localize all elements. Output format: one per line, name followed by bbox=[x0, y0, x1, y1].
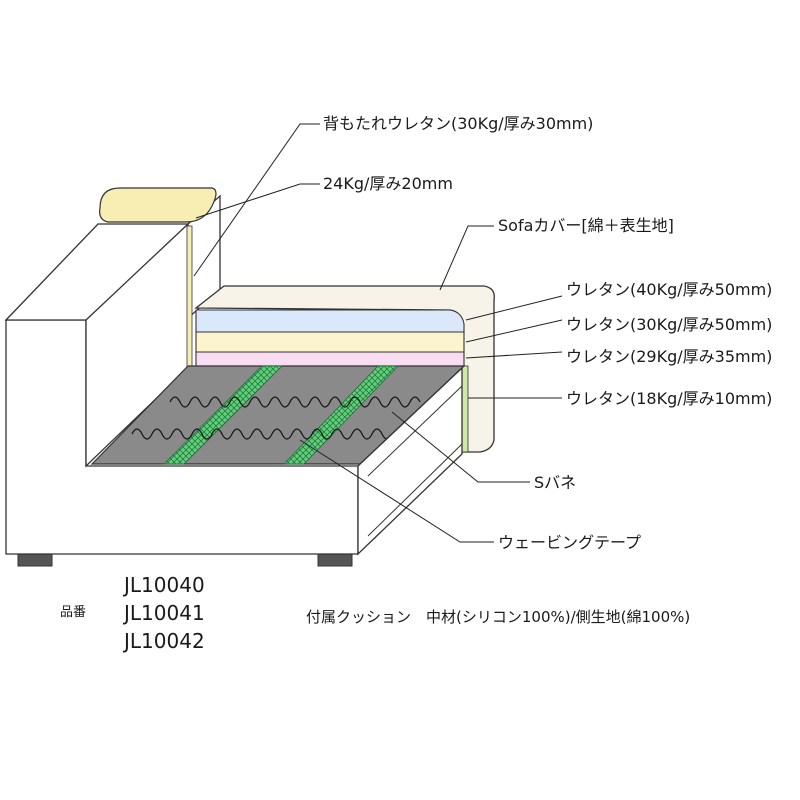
leader-u30 bbox=[465, 319, 563, 343]
product-code-3: JL10042 bbox=[122, 629, 205, 653]
urethane-layer-18kg bbox=[461, 365, 469, 453]
leader-cover bbox=[439, 225, 494, 291]
leader-spring bbox=[391, 411, 530, 483]
webbing-tape-right bbox=[283, 365, 399, 465]
accessory-cushion-note: 付属クッション 中材(シリコン100%)/側生地(綿100%) bbox=[306, 608, 690, 626]
label-urethane-18: ウレタン(18Kg/厚み10mm) bbox=[566, 389, 772, 408]
label-urethane-40: ウレタン(40Kg/厚み50mm) bbox=[566, 280, 772, 299]
front-frame-side bbox=[357, 366, 463, 556]
label-backrest-urethane: 背もたれウレタン(30Kg/厚み30mm) bbox=[323, 114, 593, 133]
label-urethane-29: ウレタン(29Kg/厚み35mm) bbox=[566, 347, 772, 366]
webbing-tape-left bbox=[163, 365, 283, 465]
label-sofa-cover: Sofaカバー[綿＋表生地] bbox=[498, 216, 674, 235]
leader-u40 bbox=[465, 295, 563, 321]
product-code-2: JL10041 bbox=[122, 601, 205, 625]
armrest-urethane-pad bbox=[99, 187, 217, 223]
leader-armrest bbox=[195, 183, 320, 219]
urethane-layer-30kg bbox=[195, 331, 465, 353]
product-code-1: JL10040 bbox=[122, 573, 205, 597]
leader-u29 bbox=[465, 351, 563, 359]
label-armrest-urethane: 24Kg/厚み20mm bbox=[323, 174, 453, 193]
s-spring-lower bbox=[131, 428, 393, 440]
leader-backrest bbox=[193, 123, 320, 277]
label-s-spring: Sバネ bbox=[534, 473, 576, 492]
urethane-layer-40kg bbox=[195, 309, 465, 333]
hinban-label: 品番 bbox=[60, 605, 86, 620]
backrest-urethane-strip bbox=[186, 225, 193, 369]
s-spring-upper bbox=[169, 396, 421, 408]
label-webbing-tape: ウェービングテープ bbox=[498, 533, 641, 552]
leader-webbing bbox=[299, 439, 494, 543]
urethane-layer-29kg bbox=[195, 351, 465, 367]
label-urethane-30: ウレタン(30Kg/厚み50mm) bbox=[566, 315, 772, 334]
